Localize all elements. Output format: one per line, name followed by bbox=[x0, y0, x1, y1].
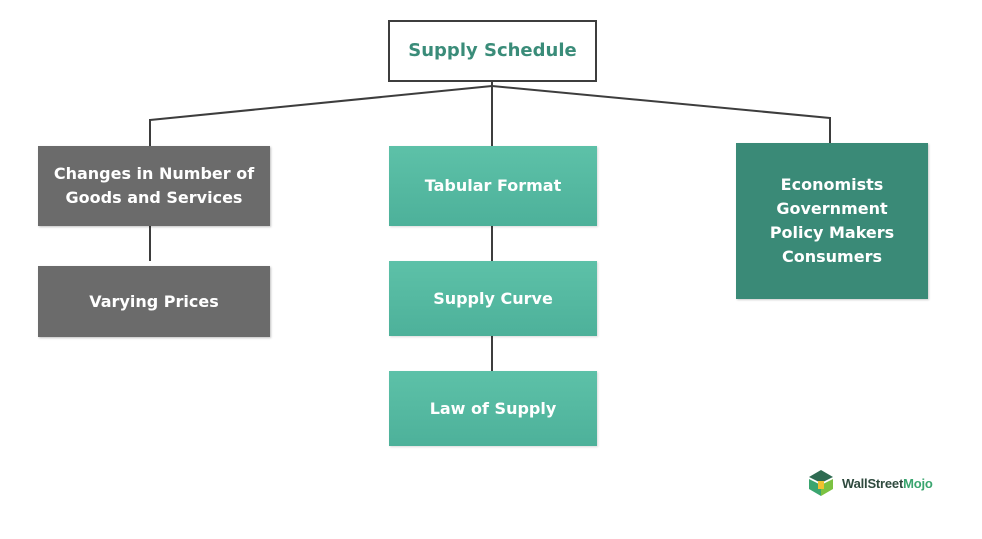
node-stakeholders: Economists Government Policy Makers Cons… bbox=[736, 143, 928, 299]
node-label-line: Goods and Services bbox=[65, 188, 243, 207]
connector-root-to-left bbox=[149, 85, 493, 121]
node-label-line: Government bbox=[776, 199, 888, 218]
root-node-supply-schedule: Supply Schedule bbox=[388, 20, 597, 82]
node-label-line: Consumers bbox=[782, 247, 882, 266]
node-label: Supply Curve bbox=[433, 288, 553, 308]
node-tabular-format: Tabular Format bbox=[389, 146, 597, 226]
node-label-line: Economists bbox=[780, 175, 884, 194]
logo-wordmark-part1: WallStreet bbox=[842, 475, 904, 491]
node-varying-prices: Varying Prices bbox=[38, 266, 270, 337]
node-label-line: Policy Makers bbox=[769, 223, 895, 242]
node-label: Varying Prices bbox=[89, 291, 219, 311]
logo-wordmark: WallStreetMojo bbox=[842, 476, 933, 491]
wallstreetmojo-logo: WallStreetMojo bbox=[806, 468, 933, 498]
node-changes-in-number: Changes in Number of Goods and Services bbox=[38, 146, 270, 226]
node-law-of-supply: Law of Supply bbox=[389, 371, 597, 446]
node-label: Tabular Format bbox=[424, 176, 562, 195]
logo-icon bbox=[809, 470, 833, 496]
connector-root-to-right bbox=[491, 85, 831, 119]
root-node-label: Supply Schedule bbox=[408, 40, 577, 61]
node-label: Law of Supply bbox=[429, 398, 557, 418]
node-label-line: Changes in Number of bbox=[53, 164, 255, 183]
node-supply-curve: Supply Curve bbox=[389, 261, 597, 336]
logo-wordmark-part2: Mojo bbox=[903, 475, 933, 491]
